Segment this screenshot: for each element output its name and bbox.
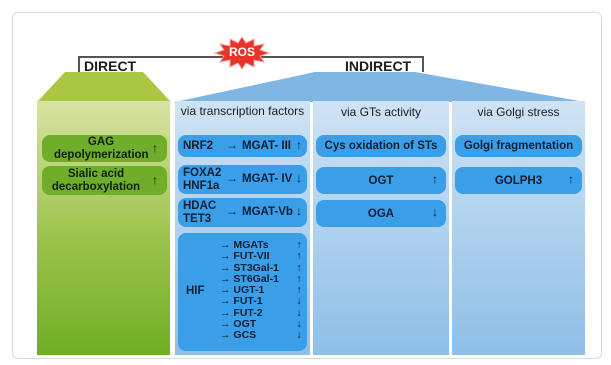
nrf2-target: MGAT- III bbox=[242, 140, 291, 152]
indirect-roof bbox=[175, 72, 585, 102]
hif-arrow: ↑ bbox=[296, 284, 302, 297]
hif-target: → UGT-1 bbox=[220, 284, 265, 297]
hif-target: → FUT-2 bbox=[220, 306, 263, 319]
nrf2-pointer: → bbox=[226, 138, 238, 152]
hif-target: → FUT-1 bbox=[220, 295, 263, 308]
hif-target-list: → MGATs → FUT-VII → ST3Gal-1 → ST6Gal-1 … bbox=[220, 239, 279, 341]
golgi-fragmentation-box: Golgi fragmentation bbox=[455, 135, 582, 157]
cys-oxidation-label: Cys oxidation of STs bbox=[324, 140, 438, 152]
hdac-factor: HDAC TET3 bbox=[183, 200, 217, 225]
sialic-acid-label: Sialic acid decarboxylation bbox=[51, 168, 141, 193]
gts-title: via GTs activity bbox=[340, 105, 421, 119]
bracket-left-vertical bbox=[78, 56, 80, 72]
hif-target: → OGT bbox=[220, 318, 257, 331]
hif-box: HIF → MGATs → FUT-VII → ST3Gal-1 → ST6Ga… bbox=[178, 233, 307, 351]
oga-box: OGA ↓ bbox=[316, 200, 446, 227]
hif-arrow: ↓ bbox=[296, 329, 302, 342]
gag-arrow: ↑ bbox=[152, 141, 158, 155]
golgi-title: via Golgi stress bbox=[477, 105, 560, 119]
gag-depolymerization-box: GAG depolymerization ↑ bbox=[42, 135, 167, 162]
hif-target: → GCS bbox=[220, 329, 257, 342]
golph3-arrow: ↑ bbox=[568, 172, 574, 186]
ogt-label: OGT bbox=[368, 175, 394, 187]
hif-arrow: ↑ bbox=[296, 261, 302, 274]
foxa2-pointer: → bbox=[226, 171, 238, 185]
hif-arrow: ↑ bbox=[296, 272, 302, 285]
hif-target: → ST3Gal-1 bbox=[220, 261, 279, 274]
nrf2-box: NRF2 → MGAT- III ↑ bbox=[178, 135, 307, 157]
hdac-pointer: → bbox=[226, 204, 238, 218]
ogt-box: OGT ↑ bbox=[316, 167, 446, 194]
indirect-header: INDIRECT bbox=[345, 58, 412, 74]
hif-arrow-list: ↑ ↑ ↑ ↑ ↑ ↓ ↓ ↓ ↓ bbox=[294, 239, 304, 341]
foxa2-box: FOXA2 HNF1a → MGAT- IV ↓ bbox=[178, 165, 307, 194]
foxa2-target: MGAT- IV bbox=[242, 173, 293, 185]
gag-depolymerization-label: GAG depolymerization bbox=[54, 136, 149, 161]
ros-label: ROS bbox=[228, 45, 255, 59]
direct-roof bbox=[37, 72, 171, 102]
hif-arrow: ↑ bbox=[296, 239, 302, 251]
hdac-box: HDAC TET3 → MGAT-Vb ↓ bbox=[178, 198, 307, 227]
nrf2-arrow: ↑ bbox=[296, 138, 302, 152]
cys-oxidation-box: Cys oxidation of STs bbox=[316, 135, 446, 157]
sialic-acid-box: Sialic acid decarboxylation ↑ bbox=[42, 166, 167, 195]
nrf2-factor: NRF2 bbox=[183, 140, 214, 152]
ogt-arrow: ↑ bbox=[432, 172, 438, 186]
golgi-fragmentation-label: Golgi fragmentation bbox=[463, 140, 574, 152]
oga-arrow: ↓ bbox=[432, 205, 438, 219]
hif-arrow: ↓ bbox=[296, 306, 302, 319]
hif-target: → FUT-VII bbox=[220, 250, 270, 263]
direct-header: DIRECT bbox=[84, 58, 137, 74]
hif-factor: HIF bbox=[186, 285, 205, 297]
hdac-target: MGAT-Vb bbox=[242, 206, 293, 218]
foxa2-factor: FOXA2 HNF1a bbox=[183, 167, 222, 192]
sialic-arrow: ↑ bbox=[152, 173, 158, 187]
hif-arrow: ↓ bbox=[296, 318, 302, 331]
foxa2-arrow: ↓ bbox=[296, 171, 302, 185]
oga-label: OGA bbox=[367, 208, 395, 220]
transcription-title: via transcription factors bbox=[180, 104, 305, 118]
hif-target: → MGATs bbox=[220, 239, 269, 251]
ros-burst-icon bbox=[214, 36, 270, 70]
hif-arrow: ↑ bbox=[296, 250, 302, 263]
golph3-box: GOLPH3 ↑ bbox=[455, 167, 582, 194]
hif-arrow: ↓ bbox=[296, 295, 302, 308]
hif-target: → ST6Gal-1 bbox=[220, 272, 279, 285]
hdac-arrow: ↓ bbox=[296, 204, 302, 218]
golph3-label: GOLPH3 bbox=[494, 175, 543, 187]
bracket-right-vertical bbox=[422, 56, 424, 72]
